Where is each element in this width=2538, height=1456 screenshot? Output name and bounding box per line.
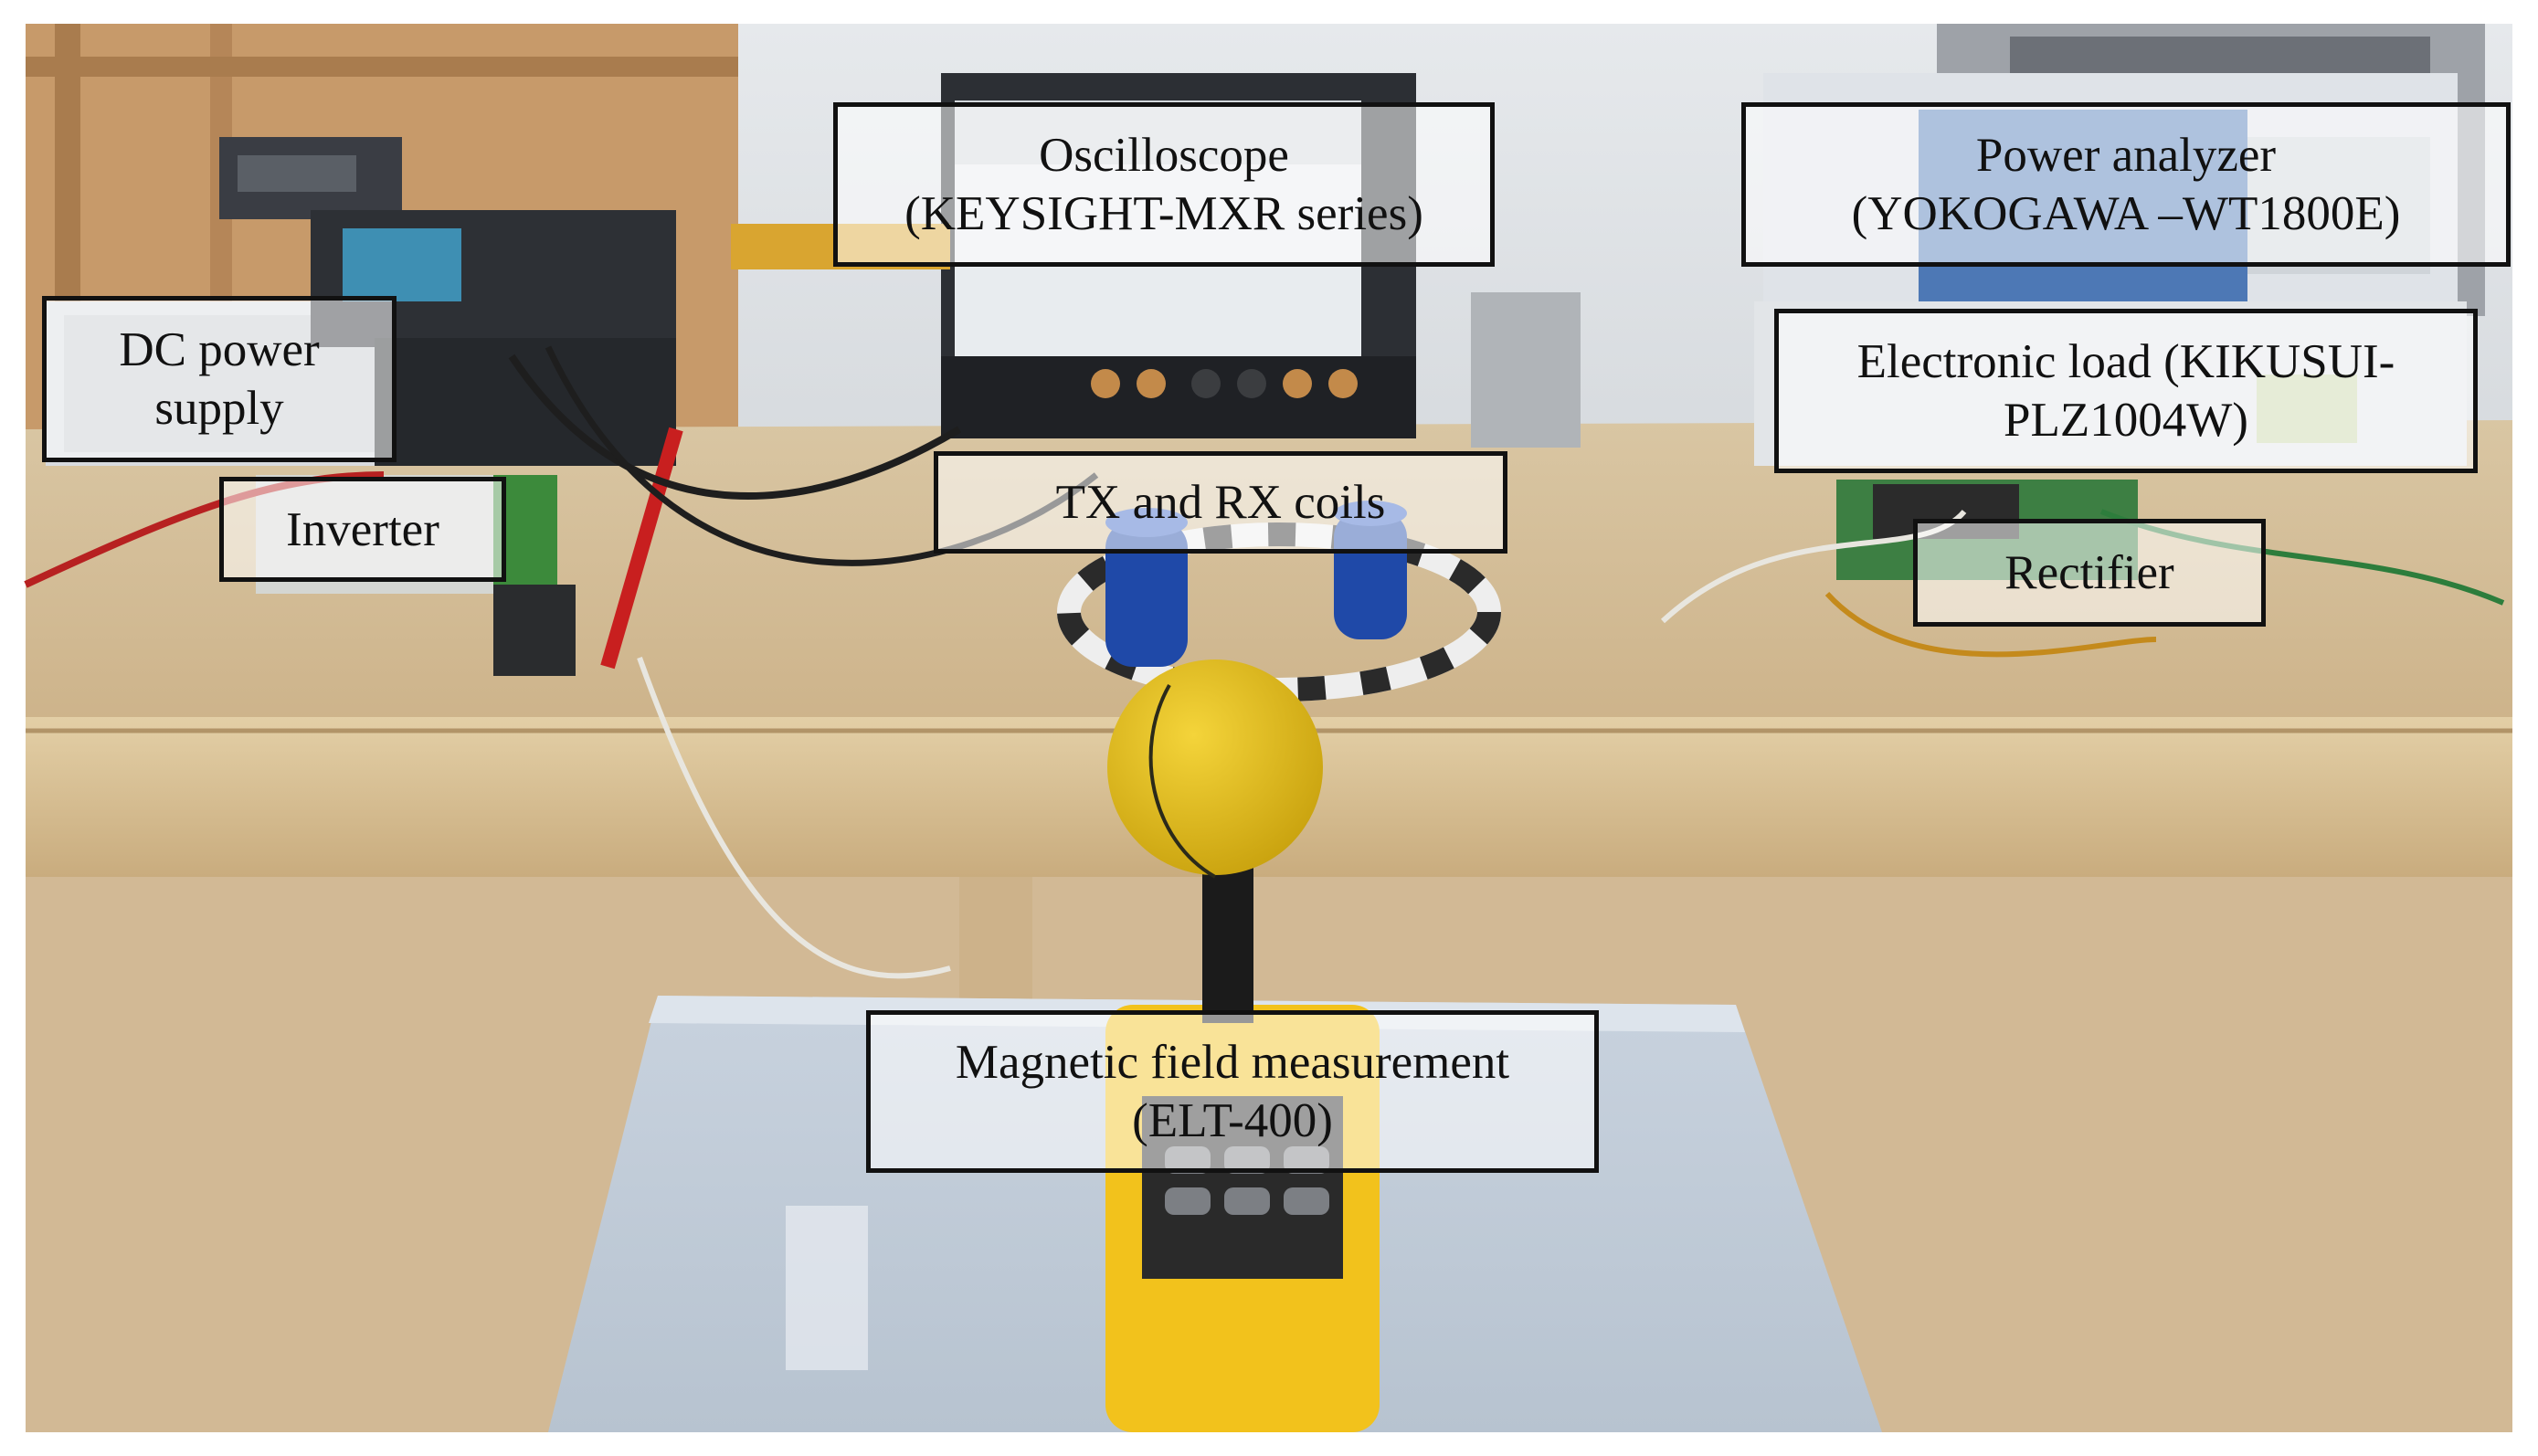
label-magnetic-field: Magnetic field measurement (ELT-400) bbox=[866, 1010, 1599, 1173]
label-power-analyzer-line1: Power analyzer bbox=[1975, 129, 2277, 182]
label-rectifier-line1: Rectifier bbox=[2004, 546, 2174, 599]
label-oscilloscope-line2: (KEYSIGHT-MXR series) bbox=[904, 187, 1423, 240]
label-tx-rx-coils-line1: TX and RX coils bbox=[1055, 476, 1386, 529]
label-dc-power-supply-line2: supply bbox=[154, 382, 284, 435]
label-dc-power-supply: DC power supply bbox=[42, 296, 397, 462]
label-magnetic-field-line2: (ELT-400) bbox=[1132, 1094, 1333, 1147]
label-inverter: Inverter bbox=[219, 477, 506, 582]
label-electronic-load-line1: Electronic load (KIKUSUI- bbox=[1856, 335, 2395, 388]
label-inverter-line1: Inverter bbox=[286, 502, 439, 556]
label-oscilloscope: Oscilloscope (KEYSIGHT-MXR series) bbox=[833, 102, 1495, 267]
label-electronic-load-line2: PLZ1004W) bbox=[2004, 394, 2248, 447]
label-magnetic-field-line1: Magnetic field measurement bbox=[955, 1036, 1510, 1089]
label-power-analyzer: Power analyzer (YOKOGAWA –WT1800E) bbox=[1741, 102, 2511, 267]
label-dc-power-supply-line1: DC power bbox=[119, 323, 320, 376]
label-rectifier: Rectifier bbox=[1913, 519, 2266, 627]
label-electronic-load: Electronic load (KIKUSUI- PLZ1004W) bbox=[1774, 309, 2478, 473]
label-oscilloscope-line1: Oscilloscope bbox=[1039, 129, 1289, 182]
label-tx-rx-coils: TX and RX coils bbox=[934, 451, 1507, 554]
label-power-analyzer-line2: (YOKOGAWA –WT1800E) bbox=[1851, 187, 2401, 240]
